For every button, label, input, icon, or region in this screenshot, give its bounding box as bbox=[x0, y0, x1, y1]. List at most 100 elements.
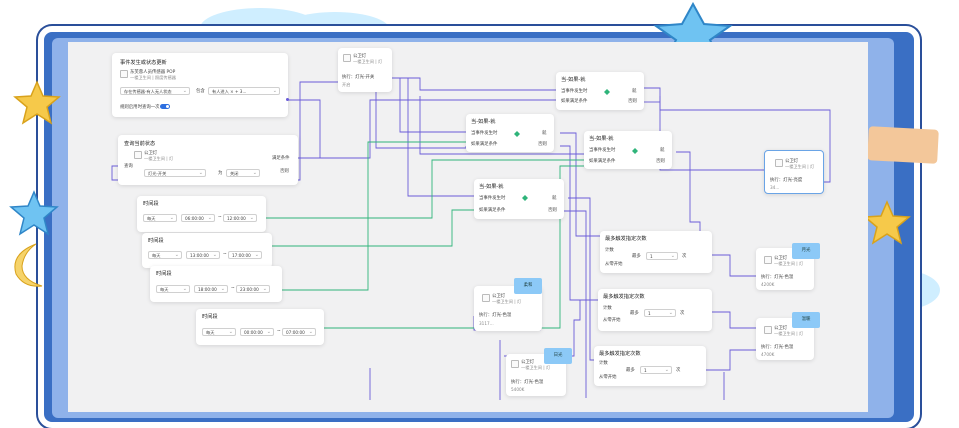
device-location: 一楼卫生间 | 灯 bbox=[521, 365, 551, 370]
time-range-node[interactable]: 时间段 每天 13:00:00 ~ 17:00:00 bbox=[142, 233, 272, 268]
execute-color-temp-node[interactable]: 月光 公卫灯 一楼卫生间 | 灯 执行：灯光-色温 4200K bbox=[756, 243, 820, 290]
when-input-label: 当事件发生时 bbox=[479, 196, 506, 201]
node-title: 当-如果-就 bbox=[471, 119, 496, 125]
else-output-label: 否则 bbox=[628, 99, 637, 104]
day-select[interactable]: 每天 bbox=[202, 328, 236, 336]
value-chip-select[interactable]: 有人进入 × + 3... bbox=[208, 87, 280, 95]
toggle-label: 规则启用时查询一次 bbox=[120, 105, 160, 110]
start-time-input[interactable]: 18:00:00 bbox=[194, 285, 228, 293]
query-label: 查询 bbox=[124, 164, 133, 169]
if-then-node[interactable]: 当-如果-就 当事件发生时 如果满足条件 就 否则 bbox=[584, 131, 672, 169]
state-value-select[interactable]: 关闭 bbox=[226, 169, 260, 177]
time-range-node[interactable]: 时间段 每天 18:00:00 ~ 23:00:00 bbox=[150, 266, 282, 302]
output-port[interactable] bbox=[286, 98, 289, 101]
range-separator: ~ bbox=[277, 329, 281, 334]
node-title: 最多触发指定次数 bbox=[603, 294, 645, 300]
action-label: 执行：灯光-开关 bbox=[342, 75, 375, 80]
device-name: 公卫灯 bbox=[521, 360, 535, 365]
if-input-label: 如果满足条件 bbox=[479, 208, 506, 213]
node-title: 时间段 bbox=[143, 201, 159, 207]
device-icon bbox=[134, 151, 142, 159]
branch-diamond bbox=[514, 131, 520, 137]
range-separator: ~ bbox=[231, 286, 235, 291]
scene-tag[interactable]: 月光 bbox=[792, 243, 820, 259]
device-name: 公卫灯 bbox=[774, 326, 788, 331]
node-title: 当-如果-就 bbox=[589, 136, 614, 142]
max-count-input[interactable]: 1 bbox=[644, 309, 676, 317]
device-name: 公卫灯 bbox=[144, 151, 158, 156]
event-trigger-node[interactable]: 事件发生或状态更新 东芙蓉人员传感器 POP 一楼卫生间 | 照度传感器 存在传… bbox=[112, 53, 289, 117]
node-title: 时间段 bbox=[202, 314, 218, 320]
star-decoration-icon bbox=[9, 190, 59, 236]
star-decoration-icon bbox=[863, 200, 911, 245]
max-count-input[interactable]: 1 bbox=[646, 252, 678, 260]
day-select[interactable]: 每天 bbox=[156, 285, 190, 293]
action-value: 3117... bbox=[479, 321, 494, 326]
day-select[interactable]: 每天 bbox=[148, 251, 182, 259]
if-input-label: 如果满足条件 bbox=[561, 99, 588, 104]
unit-label: 次 bbox=[676, 368, 681, 373]
device-icon bbox=[775, 159, 783, 167]
device-icon bbox=[511, 360, 519, 368]
start-time-input[interactable]: 06:00:00 bbox=[181, 214, 215, 222]
action-label: 执行：灯光-亮度 bbox=[770, 178, 803, 183]
if-then-node[interactable]: 当-如果-就 当事件发生时 如果满足条件 就 否则 bbox=[556, 72, 644, 110]
scene-tag[interactable]: 日光 bbox=[544, 348, 572, 364]
execute-switch-node[interactable]: 公卫灯 一楼卫生间 | 灯 执行：灯光-开关 开启 bbox=[338, 48, 392, 92]
reset-input-label: 从零开始 bbox=[603, 318, 621, 323]
start-time-input[interactable]: 13:00:00 bbox=[186, 251, 220, 259]
if-input-label: 如果满足条件 bbox=[471, 142, 498, 147]
attribute-select[interactable]: 灯光-开关 bbox=[144, 169, 206, 177]
if-then-node[interactable]: 当-如果-就 当事件发生时 如果满足条件 就 否则 bbox=[466, 114, 554, 152]
action-label: 执行：灯光-色温 bbox=[479, 313, 512, 318]
is-label: 为 bbox=[218, 171, 223, 176]
max-label: 最多 bbox=[632, 254, 641, 259]
max-trigger-count-node[interactable]: 最多触发指定次数 计数 从零开始 最多 1 次 bbox=[598, 289, 712, 331]
scene-tag[interactable]: 柔和 bbox=[514, 278, 542, 294]
more-values: + 3... bbox=[234, 89, 247, 94]
query-state-node[interactable]: 查询当前状态 公卫灯 一楼卫生间 | 灯 查询 灯光-开关 为 关闭 满足条件 … bbox=[118, 135, 298, 185]
true-output-label: 满足条件 bbox=[272, 156, 290, 161]
device-name: 东芙蓉人员传感器 POP bbox=[130, 70, 176, 75]
field-select[interactable]: 存在传感器-有人无人状态 bbox=[120, 87, 190, 95]
reset-input-label: 从零开始 bbox=[605, 262, 623, 267]
device-name: 公卫灯 bbox=[774, 256, 788, 261]
end-time-input[interactable]: 07:00:00 bbox=[282, 328, 316, 336]
branch-diamond bbox=[604, 89, 610, 95]
branch-diamond bbox=[522, 195, 528, 201]
end-time-input[interactable]: 17:00:00 bbox=[228, 251, 262, 259]
count-input-label: 计数 bbox=[599, 361, 608, 366]
star-decoration-icon bbox=[13, 80, 61, 125]
count-input-label: 计数 bbox=[603, 306, 612, 311]
then-output-label: 就 bbox=[552, 196, 557, 201]
max-count-input[interactable]: 1 bbox=[640, 366, 672, 374]
time-range-node[interactable]: 时间段 每天 06:00:00 ~ 12:00:00 bbox=[137, 196, 266, 232]
end-time-input[interactable]: 12:00:00 bbox=[223, 214, 257, 222]
execute-brightness-node[interactable]: 公卫灯 一楼卫生间 | 灯 执行：灯光-亮度 34... bbox=[764, 150, 824, 194]
scene-tag[interactable]: 温暖 bbox=[792, 312, 820, 328]
device-icon bbox=[482, 294, 490, 302]
query-once-toggle[interactable] bbox=[160, 104, 170, 109]
execute-color-temp-node[interactable]: 柔和 公卫灯 一楼卫生间 | 灯 执行：灯光-色温 3117... bbox=[474, 278, 542, 331]
branch-diamond bbox=[632, 148, 638, 154]
else-output-label: 否则 bbox=[548, 208, 557, 213]
unit-label: 次 bbox=[682, 254, 687, 259]
then-output-label: 就 bbox=[542, 131, 547, 136]
branch-markers bbox=[514, 89, 638, 201]
if-then-node[interactable]: 当-如果-就 当事件发生时 如果满足条件 就 否则 bbox=[474, 179, 564, 219]
day-select[interactable]: 每天 bbox=[143, 214, 177, 222]
max-label: 最多 bbox=[630, 311, 639, 316]
connection-wires bbox=[111, 77, 831, 400]
execute-color-temp-node[interactable]: 温暖 公卫灯 一楼卫生间 | 灯 执行：灯光-色温 4700K bbox=[756, 312, 820, 360]
max-trigger-count-node[interactable]: 最多触发指定次数 计数 从零开始 最多 1 次 bbox=[594, 346, 706, 386]
end-time-input[interactable]: 23:00:00 bbox=[236, 285, 270, 293]
operator-label: 包含 bbox=[196, 89, 205, 94]
device-icon bbox=[120, 70, 128, 78]
node-title: 时间段 bbox=[156, 271, 172, 277]
time-range-node[interactable]: 时间段 每天 00:00:00 ~ 07:00:00 bbox=[196, 309, 324, 345]
value-chip: 有人进入 bbox=[212, 89, 229, 94]
execute-color-temp-node[interactable]: 日光 公卫灯 一楼卫生间 | 灯 执行：灯光-色温 5400K bbox=[506, 348, 572, 396]
false-output-label: 否则 bbox=[280, 169, 289, 174]
start-time-input[interactable]: 00:00:00 bbox=[240, 328, 274, 336]
max-trigger-count-node[interactable]: 最多触发指定次数 计数 从零开始 最多 1 次 bbox=[600, 231, 712, 273]
